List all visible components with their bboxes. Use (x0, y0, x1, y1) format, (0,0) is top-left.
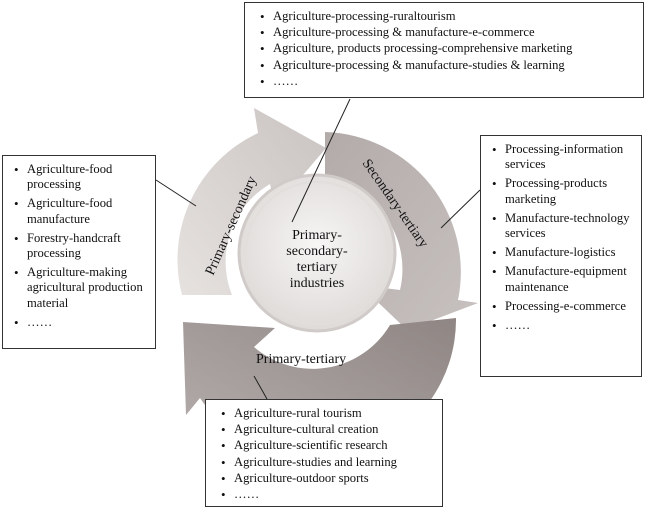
list-item: Agriculture-processing & manufacture-stu… (255, 58, 637, 73)
list-item: Agriculture-food processing (9, 162, 151, 192)
label-primary-tertiary: Primary-tertiary (256, 352, 346, 367)
list-item: …… (216, 487, 438, 502)
pointer-top (291, 98, 351, 223)
center-line: industries (289, 276, 345, 291)
center-line: tertiary (296, 260, 338, 275)
list-item: …… (487, 318, 637, 333)
list-item: Agriculture-rural tourism (216, 406, 438, 421)
list-item: Agriculture-scientific research (216, 438, 438, 453)
list-item: Manufacture-technology services (487, 211, 637, 241)
callout-secondary-tertiary: Processing-information services Processi… (480, 135, 642, 377)
callout-primary-tertiary: Agriculture-rural tourism Agriculture-cu… (205, 399, 443, 507)
list-item: Manufacture-logistics (487, 245, 637, 260)
list-item: …… (255, 74, 637, 89)
pointer-bottom (253, 375, 268, 400)
center-line: secondary- (286, 244, 348, 259)
list-item: Agriculture-food manufacture (9, 196, 151, 226)
callout-primary-secondary: Agriculture-food processing Agriculture-… (2, 155, 156, 349)
list-item: Manufacture-equipment maintenance (487, 264, 637, 294)
center-label: Primary- secondary- tertiary industries (254, 228, 380, 292)
list-item: Processing-products marketing (487, 176, 637, 206)
list-item: Agriculture-studies and learning (216, 455, 438, 470)
list-item: Processing-information services (487, 142, 637, 172)
list-item: Agriculture-processing-ruraltourism (255, 9, 637, 24)
pointer-left (155, 179, 197, 207)
arrow-primary-secondary (177, 108, 326, 295)
list-item: …… (9, 315, 151, 330)
center-line: Primary- (292, 228, 342, 243)
list-item: Agriculture-processing & manufacture-e-c… (255, 25, 637, 40)
list-item: Agriculture-outdoor sports (216, 471, 438, 486)
pointer-right (440, 189, 481, 229)
arrow-secondary-tertiary (325, 132, 478, 330)
callout-primary-secondary-tertiary: Agriculture-processing-ruraltourism Agri… (244, 2, 644, 98)
list-item: Agriculture-cultural creation (216, 422, 438, 437)
list-item: Forestry-handcraft processing (9, 231, 151, 261)
list-item: Agriculture-making agricultural producti… (9, 265, 151, 311)
list-item: Agriculture, products processing-compreh… (255, 41, 637, 56)
list-item: Processing-e-commerce (487, 299, 637, 314)
center-circle (237, 173, 397, 333)
